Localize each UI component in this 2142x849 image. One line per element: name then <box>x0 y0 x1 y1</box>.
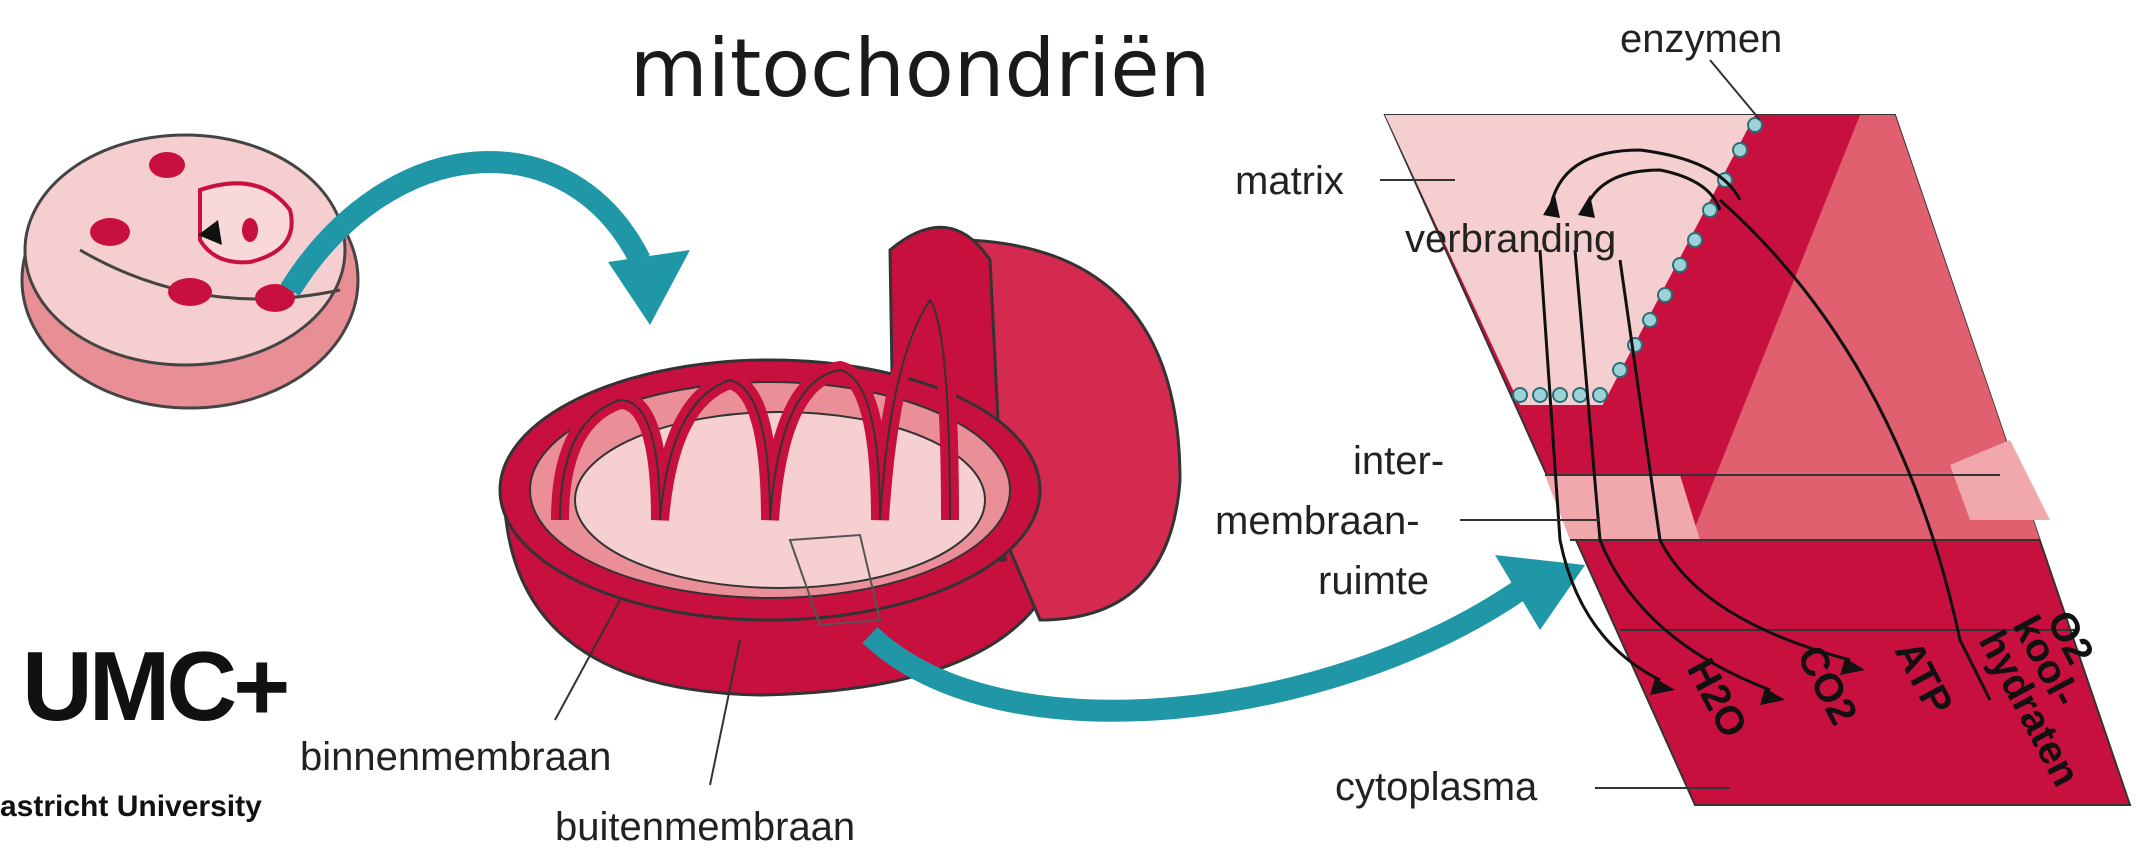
label-inter: inter- <box>1353 439 1444 483</box>
zoom-arrow-1-head <box>608 250 690 325</box>
label-matrix: matrix <box>1235 159 1344 203</box>
label-ruimte: ruimte <box>1318 559 1429 603</box>
umc-logo: UMC+ <box>22 630 286 743</box>
label-enzymen: enzymen <box>1620 17 1782 61</box>
label-verbranding: verbranding <box>1405 217 1616 261</box>
label-buitenmembraan: buitenmembraan <box>555 805 855 849</box>
label-membraan: membraan- <box>1215 499 1420 543</box>
university-name: astricht University <box>0 790 262 824</box>
label-binnenmembraan: binnenmembraan <box>300 735 611 779</box>
label-cytoplasma: cytoplasma <box>1335 765 1538 809</box>
mitochondrion-illustration <box>500 227 1180 695</box>
